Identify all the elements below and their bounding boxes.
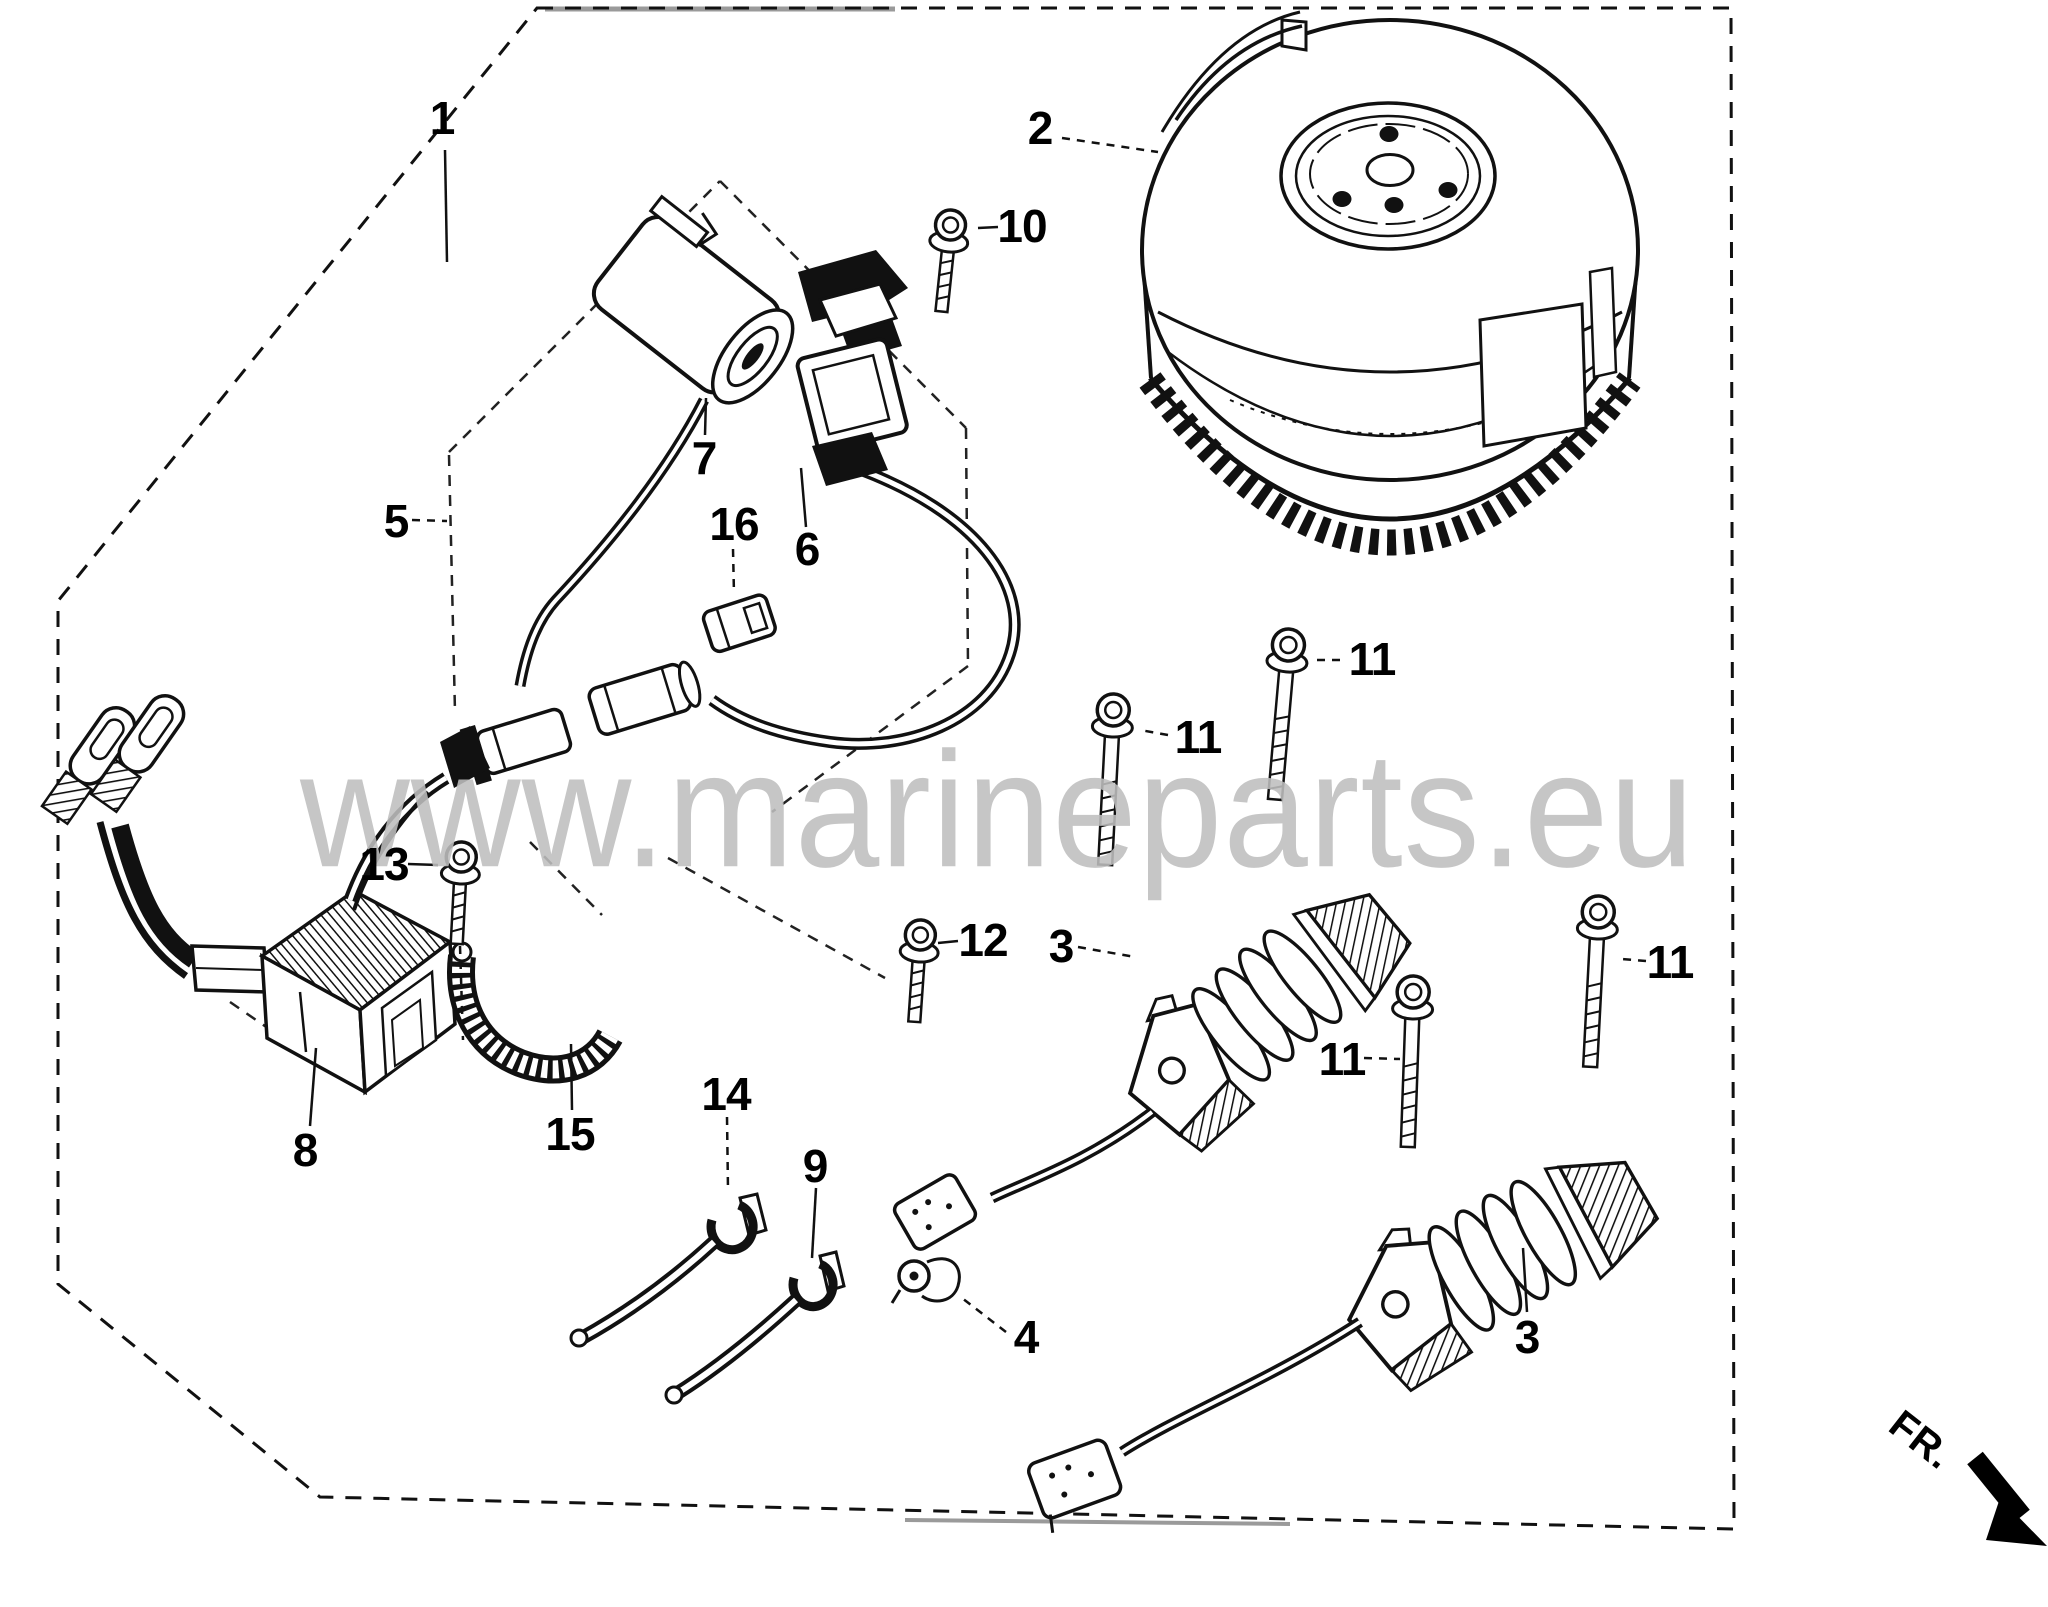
bolt-10 [920, 206, 973, 316]
bolt-11-left [1386, 973, 1436, 1150]
part-label-8: 8 [292, 1124, 319, 1176]
part-label-3a: 3 [1048, 920, 1075, 972]
coil-2-connector [1026, 1438, 1123, 1534]
part-label-12: 12 [958, 914, 1008, 966]
part-label-9: 9 [802, 1140, 829, 1192]
part-label-13: 13 [359, 838, 409, 890]
charge-coil-2 [1026, 1130, 1684, 1534]
flywheel-hub [1279, 101, 1497, 251]
cdi-unit-cluster [343, 397, 1021, 911]
part-label-11c: 11 [1318, 1033, 1367, 1085]
ignition-coil [795, 250, 909, 486]
wire-clip-14 [569, 1192, 768, 1348]
flywheel [1139, 10, 1641, 556]
bolt-11-right [1568, 893, 1621, 1070]
keyway-notch [1280, 18, 1308, 52]
fr-direction-arrow [1967, 1451, 2047, 1546]
charge-coil-1 [892, 864, 1445, 1251]
harness-connectors [40, 694, 270, 994]
part-label-2: 2 [1027, 102, 1054, 154]
part-label-5: 5 [383, 495, 410, 547]
part-label-14: 14 [701, 1068, 751, 1120]
bolt-12 [893, 916, 943, 1025]
part-label-3b: 3 [1514, 1311, 1541, 1363]
clamp-4 [890, 1257, 961, 1304]
part-label-11d: 11 [1646, 936, 1695, 988]
part-label-1: 1 [429, 92, 456, 144]
bracket-15 [447, 941, 623, 1084]
rectifier [258, 888, 457, 1096]
part-label-4: 4 [1013, 1311, 1040, 1363]
part-label-7: 7 [691, 432, 718, 484]
callout-leader-lines [308, 136, 1647, 1333]
watermark: www.marineparts.eu [300, 718, 1695, 902]
part-label-6: 6 [794, 523, 821, 575]
outer-dashed-border [56, 6, 1736, 1531]
part-label-10: 10 [997, 200, 1047, 252]
part-label-16: 16 [709, 498, 759, 550]
wire-clip-9 [664, 1250, 846, 1405]
part-label-11a: 11 [1348, 633, 1397, 685]
part-label-15: 15 [545, 1108, 595, 1160]
part-label-11b: 11 [1174, 711, 1223, 763]
spark-plug-cap [591, 194, 795, 405]
coil-1-connector [892, 1173, 978, 1251]
condenser-16 [701, 593, 777, 654]
